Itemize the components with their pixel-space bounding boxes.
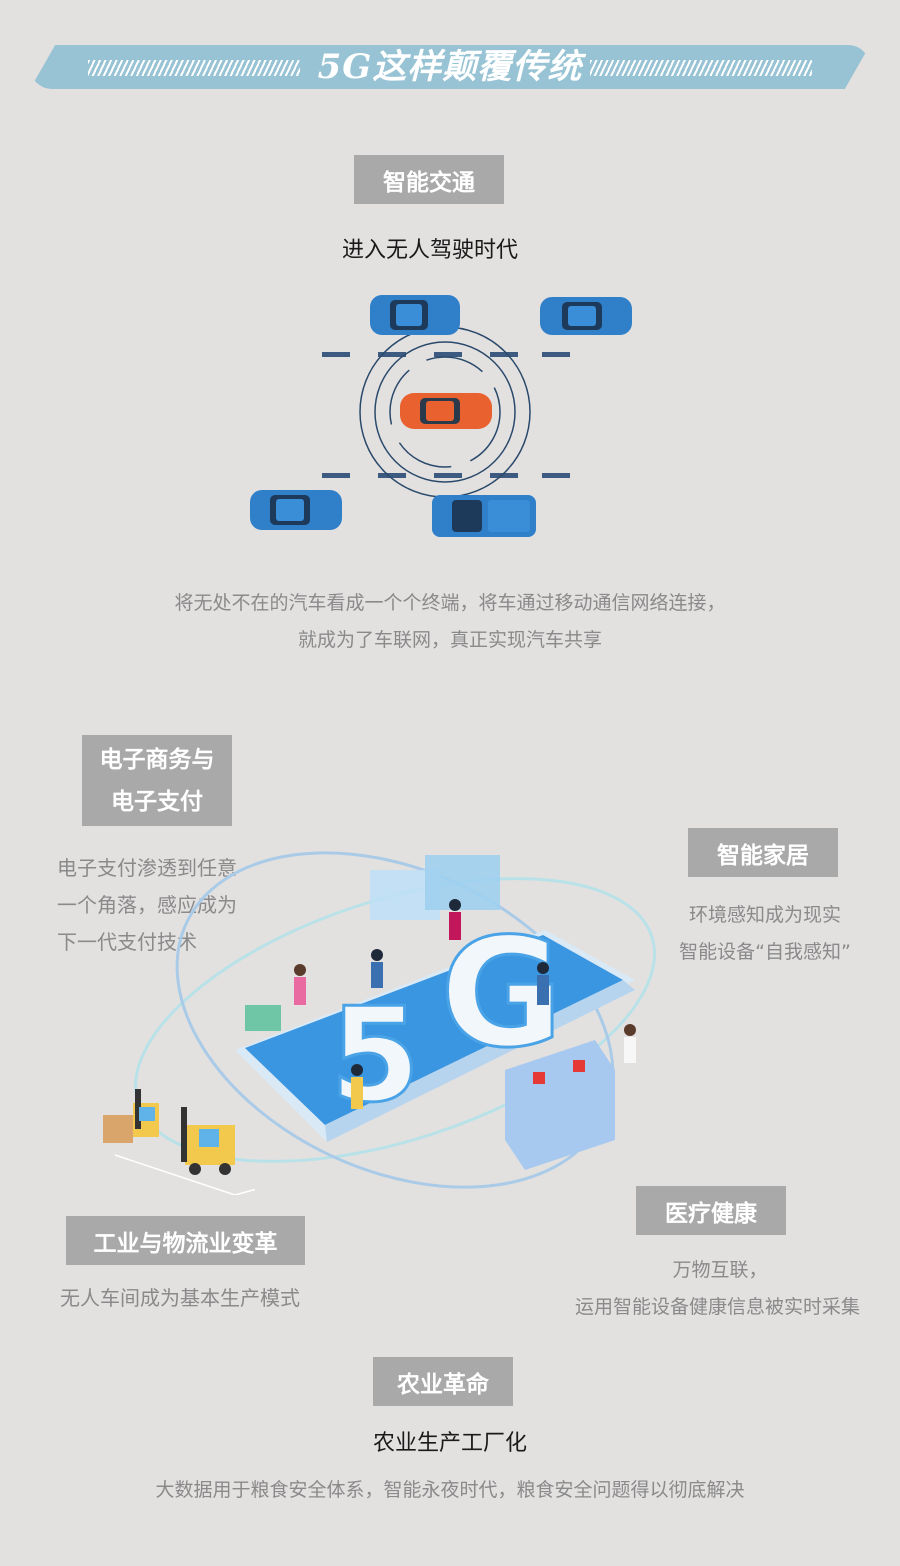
car-bottom-left-icon [250, 490, 342, 530]
car-top-right-icon [540, 297, 632, 335]
tag-agriculture: 农业革命 [373, 1357, 513, 1406]
health-desc-line2: 运用智能设备健康信息被实时采集 [574, 1296, 860, 1318]
tag-ecommerce: 电子商务与 电子支付 [82, 735, 232, 826]
tag-ecommerce-line1: 电子商务与 [99, 746, 215, 773]
floating-screens [245, 855, 500, 1031]
ecommerce-desc-line1: 电子支付渗透到任意 [57, 856, 237, 880]
car-top-left-icon [370, 295, 460, 335]
ecommerce-desc-line2: 一个角落，感应成为 [57, 893, 237, 917]
phone-icon [235, 930, 635, 1142]
people-figures [294, 899, 636, 1109]
forklift-illustration [103, 1089, 255, 1195]
lane-markings [322, 352, 570, 478]
forklift-icon-2 [181, 1107, 235, 1175]
autonomous-cars-illustration [250, 295, 632, 537]
tag-smart-traffic: 智能交通 [354, 155, 504, 204]
banner-title: 5G这样颠覆传统 [317, 47, 583, 87]
home-desc-line2: 智能设备“自我感知” [679, 941, 851, 963]
traffic-desc-line1: 将无处不在的汽车看成一个个终端，将车通过移动通信网络连接， [174, 592, 726, 614]
truck-bottom-center-icon [432, 495, 536, 537]
banner-hatch-left [88, 60, 300, 76]
traffic-desc-line2: 就成为了车联网，真正实现汽车共享 [297, 629, 602, 651]
tag-health: 医疗健康 [636, 1186, 786, 1235]
banner-hatch-right [590, 60, 812, 76]
health-desc-line1: 万物互联， [672, 1259, 768, 1281]
tag-industry: 工业与物流业变革 [66, 1216, 305, 1265]
5g-logo-5: 5 [330, 979, 420, 1131]
5g-phone-illustration: 5 G [134, 851, 656, 1189]
forklift-icon-1 [103, 1089, 159, 1143]
agriculture-desc: 大数据用于粮食安全体系，智能永夜时代，粮食安全问题得以彻底解决 [155, 1479, 745, 1501]
center-car-icon [400, 393, 492, 429]
tag-smart-home: 智能家居 [688, 828, 838, 877]
signal-rings [359, 326, 531, 498]
tag-ecommerce-line2: 电子支付 [111, 788, 203, 815]
ecommerce-desc-line3: 下一代支付技术 [57, 930, 197, 954]
home-desc-line1: 环境感知成为现实 [688, 904, 841, 926]
traffic-subtitle: 进入无人驾驶时代 [341, 238, 518, 263]
industry-desc: 无人车间成为基本生产模式 [60, 1286, 300, 1310]
agriculture-subtitle: 农业生产工厂化 [372, 1431, 527, 1456]
hospital-icon [505, 1040, 615, 1170]
